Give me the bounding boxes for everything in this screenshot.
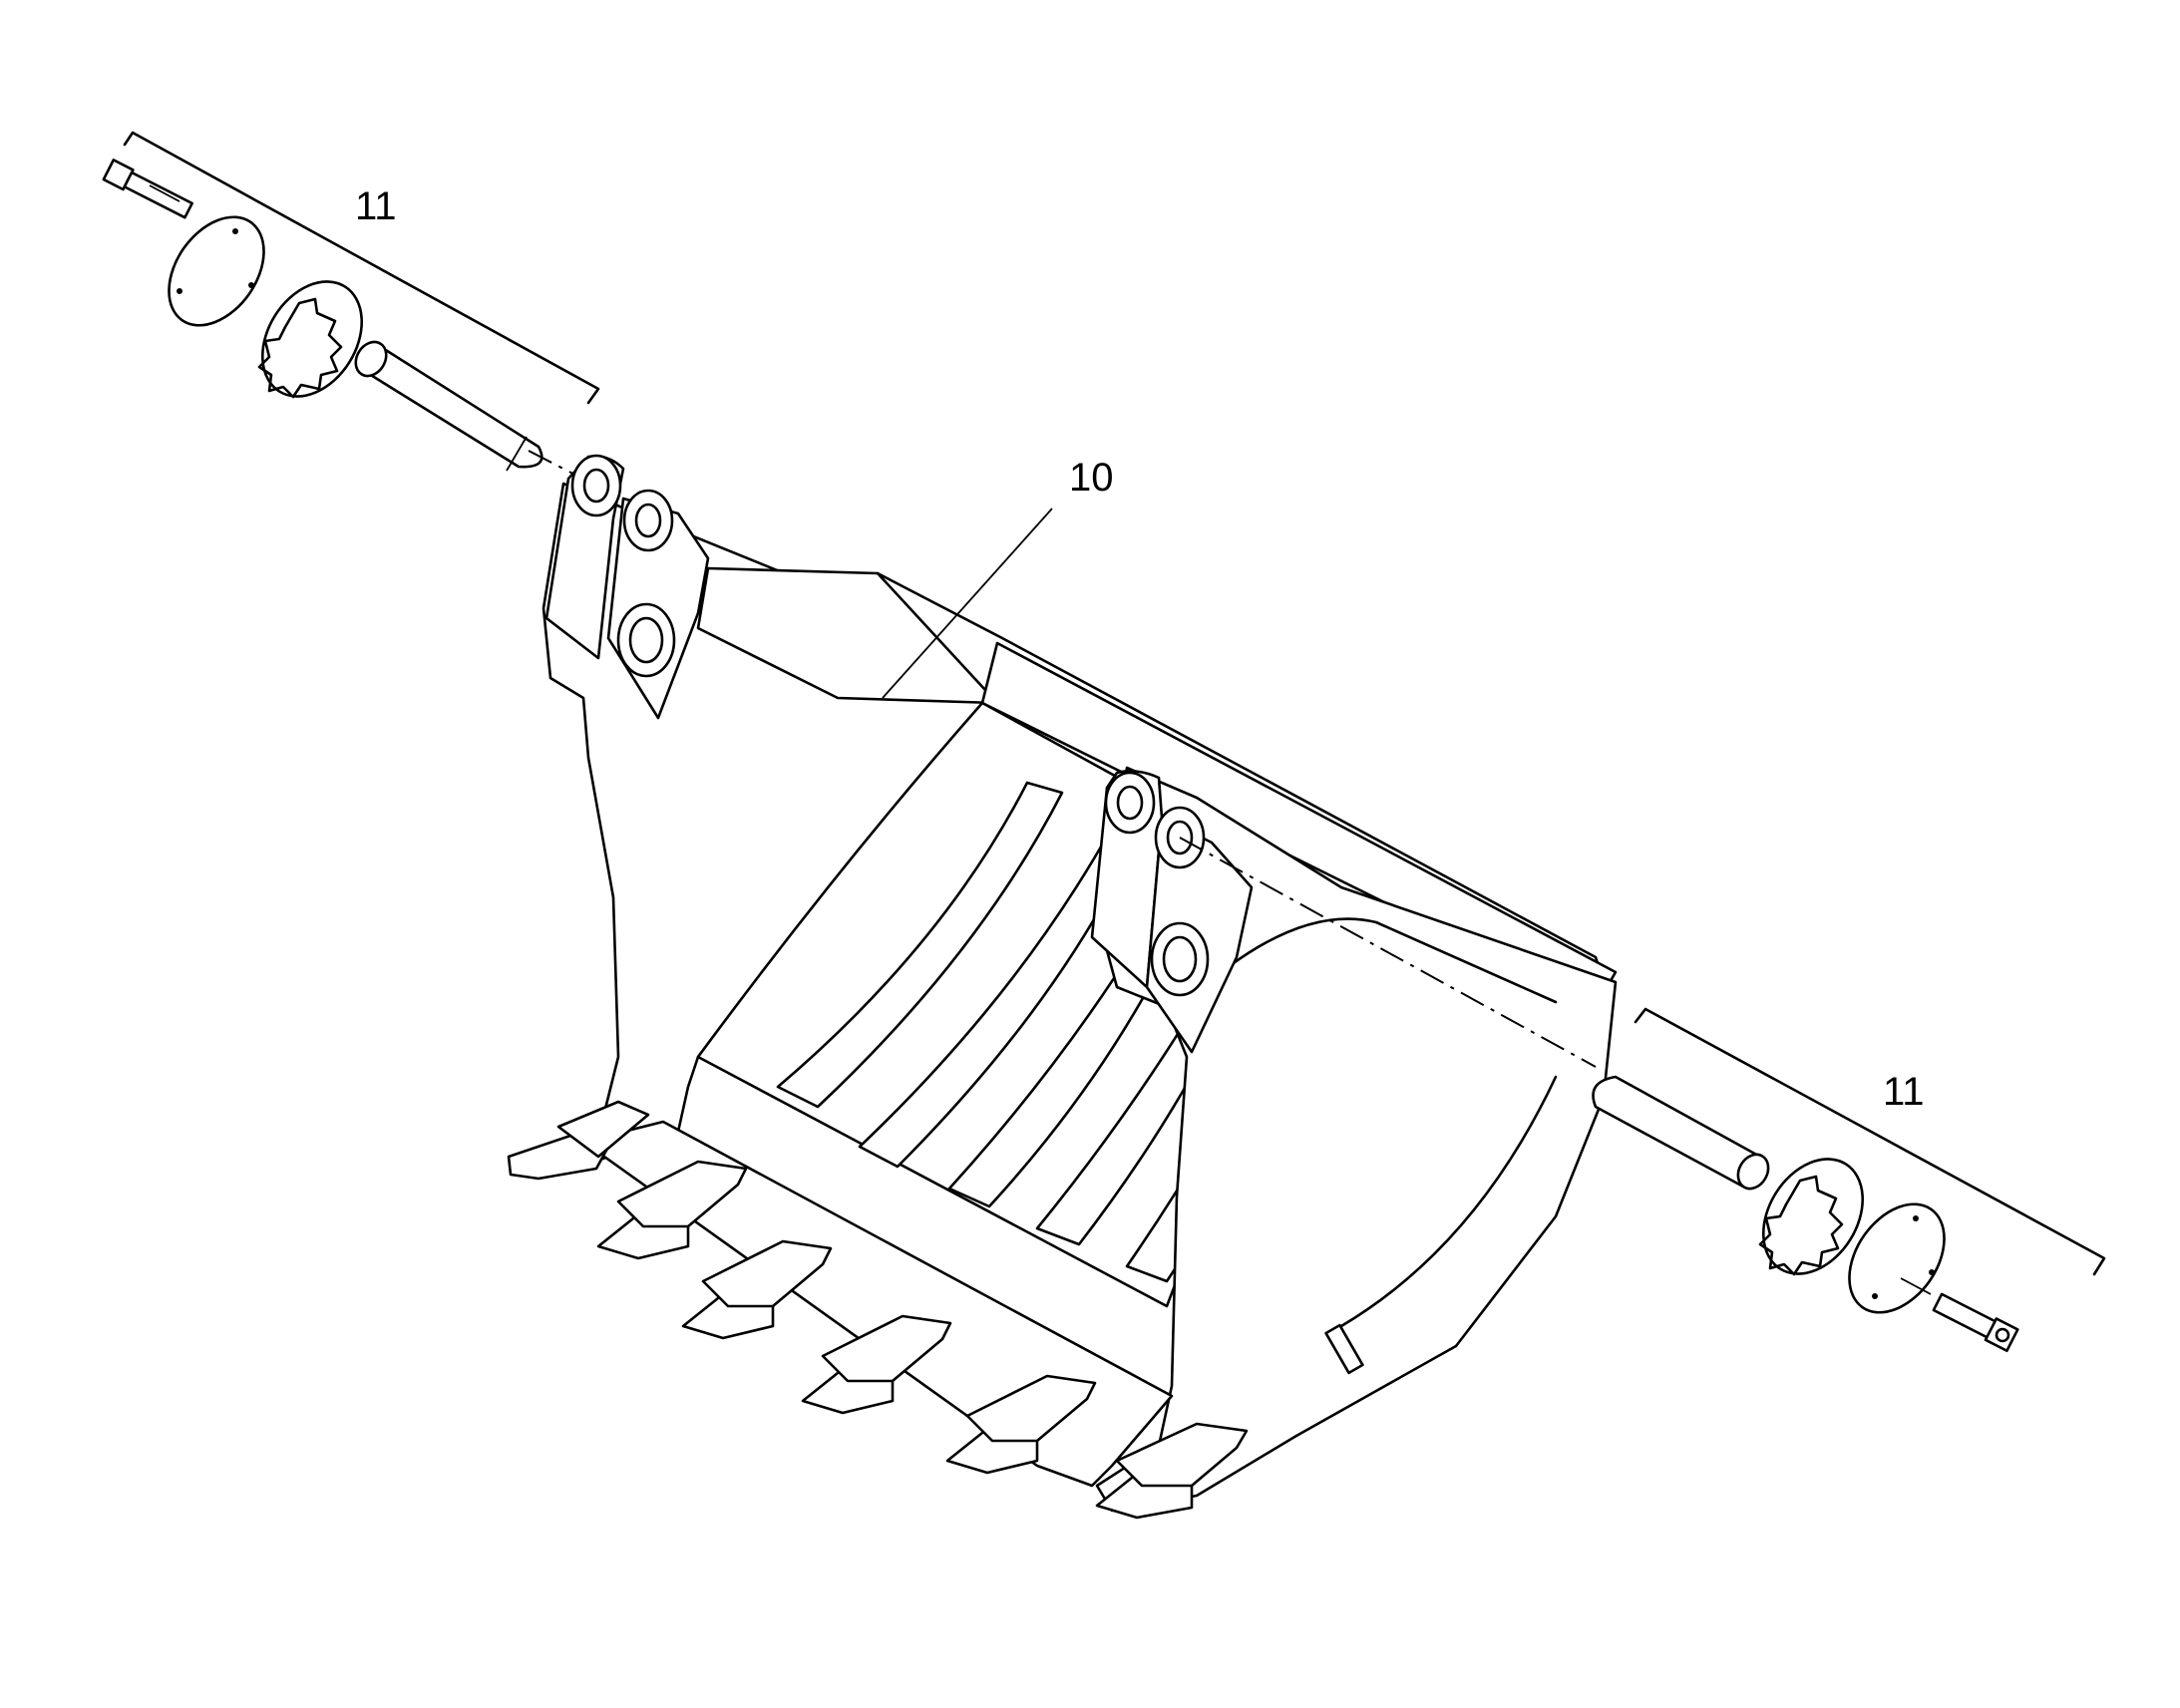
right-lock-ring [1758,1158,1865,1276]
bucket-teeth [507,1100,1249,1520]
callout-11-right: 11 [1883,1070,1925,1114]
left-mount-lugs [545,454,710,720]
tooth-1 [507,1100,650,1181]
tooth-6 [1095,1422,1249,1520]
bucket-assembly: 10 [507,454,1618,1520]
callout-11-left: 11 [355,184,397,228]
left-bolt [102,159,193,219]
callout-10-leader [882,508,1053,699]
right-pivot-pin [1592,1075,1770,1191]
right-side-wear-block [1324,1323,1364,1375]
tooth-2 [596,1160,748,1260]
left-kit-bracket [123,131,600,405]
right-mount-lugs [1090,770,1254,1054]
tooth-5 [945,1374,1097,1475]
left-fastener-kit: 11 [102,131,600,484]
right-cutting-edge [1339,1075,1558,1328]
left-pivot-pin [354,340,544,472]
left-lock-ring [257,280,364,399]
tooth-3 [681,1239,833,1340]
right-cover-plate [1848,1202,1946,1314]
left-cover-plate [168,215,265,327]
right-kit-bracket [1634,1007,2106,1276]
tooth-4 [801,1314,952,1415]
right-fastener-kit: 11 [1592,1007,2106,1353]
callout-10: 10 [1069,456,1114,500]
right-bolt [1900,1277,2019,1353]
right-pin-axis [1179,837,1597,1068]
